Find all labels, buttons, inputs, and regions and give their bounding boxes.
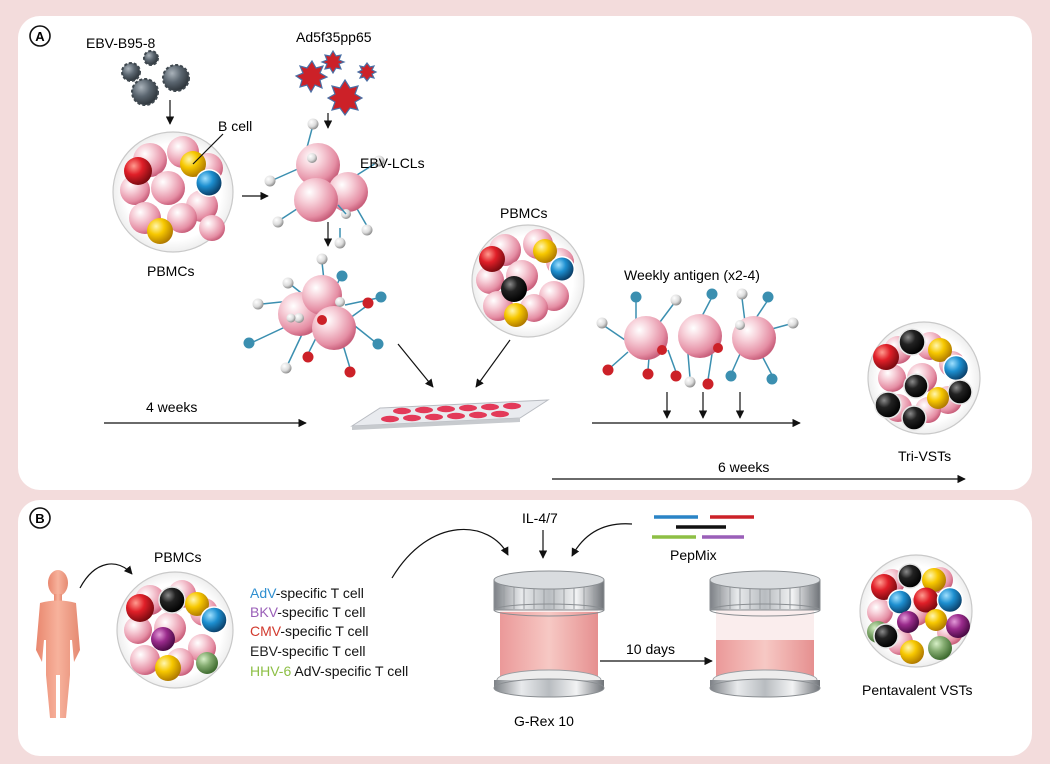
ad5f35pp65-label: Ad5f35pp65 bbox=[296, 29, 372, 45]
ebv-b95-8-label: EBV-B95-8 bbox=[86, 35, 155, 51]
weekly-antigen-arrows bbox=[662, 392, 745, 419]
arrow-lcl-to-plate bbox=[397, 343, 434, 388]
weekly-antigen-cluster bbox=[596, 288, 799, 390]
pbmc-b-circle bbox=[116, 571, 234, 689]
legend-item: CMV-specific T cell bbox=[250, 623, 369, 639]
pbmcs-b-label: PBMCs bbox=[154, 549, 201, 565]
pbmc-mid-circle bbox=[471, 224, 585, 338]
six-weeks-label: 6 weeks bbox=[718, 459, 769, 475]
il-4-7-label: IL-4/7 bbox=[522, 510, 558, 526]
arrow-pbmc-to-grex bbox=[391, 528, 509, 579]
vst-legend: AdV-specific T cell BKV-specific T cell … bbox=[250, 585, 408, 679]
grex-label: G-Rex 10 bbox=[514, 713, 574, 729]
badge-b: B bbox=[29, 507, 51, 529]
pbmc-left-circle bbox=[112, 131, 234, 253]
legend-item: HHV-6 AdV-specific T cell bbox=[250, 663, 408, 679]
ebv-lcls-label: EBV-LCLs bbox=[360, 155, 425, 171]
loaded-lcl-cluster bbox=[243, 253, 387, 378]
bcell-pointer bbox=[192, 133, 224, 165]
pentavalent-vsts-circle bbox=[859, 554, 973, 668]
svg-text:B: B bbox=[35, 511, 44, 526]
grex-vessel-2 bbox=[709, 570, 821, 698]
grex-vessel-1 bbox=[493, 570, 605, 698]
legend-item: BKV-specific T cell bbox=[250, 604, 365, 620]
tri-vsts-circle bbox=[867, 321, 981, 435]
legend-item: AdV-specific T cell bbox=[250, 585, 364, 601]
adenovirus-cluster bbox=[294, 49, 378, 117]
arrow-pbmc-to-plate bbox=[475, 339, 511, 388]
ebv-virus-cluster bbox=[121, 50, 190, 106]
patient-figure bbox=[36, 570, 80, 718]
arrow-pepmix-to-grex bbox=[571, 523, 633, 557]
svg-text:A: A bbox=[35, 29, 45, 44]
pepmix-label: PepMix bbox=[670, 547, 717, 563]
pbmcs-left-label: PBMCs bbox=[147, 263, 194, 279]
arrow-patient-to-pbmc bbox=[79, 563, 133, 589]
ten-days-label: 10 days bbox=[626, 641, 675, 657]
tri-vsts-label: Tri-VSTs bbox=[898, 448, 951, 464]
four-weeks-label: 4 weeks bbox=[146, 399, 197, 415]
legend-item: EBV-specific T cell bbox=[250, 643, 365, 659]
culture-plate bbox=[350, 399, 550, 430]
pepmix-peptides bbox=[652, 515, 754, 539]
bcell-label: B cell bbox=[218, 118, 252, 134]
pbmcs-mid-label: PBMCs bbox=[500, 205, 547, 221]
pentavalent-vsts-label: Pentavalent VSTs bbox=[862, 682, 973, 698]
badge-a: A bbox=[29, 25, 51, 47]
weekly-antigen-label: Weekly antigen (x2-4) bbox=[624, 267, 760, 283]
ebv-lcl-cluster bbox=[264, 118, 385, 249]
